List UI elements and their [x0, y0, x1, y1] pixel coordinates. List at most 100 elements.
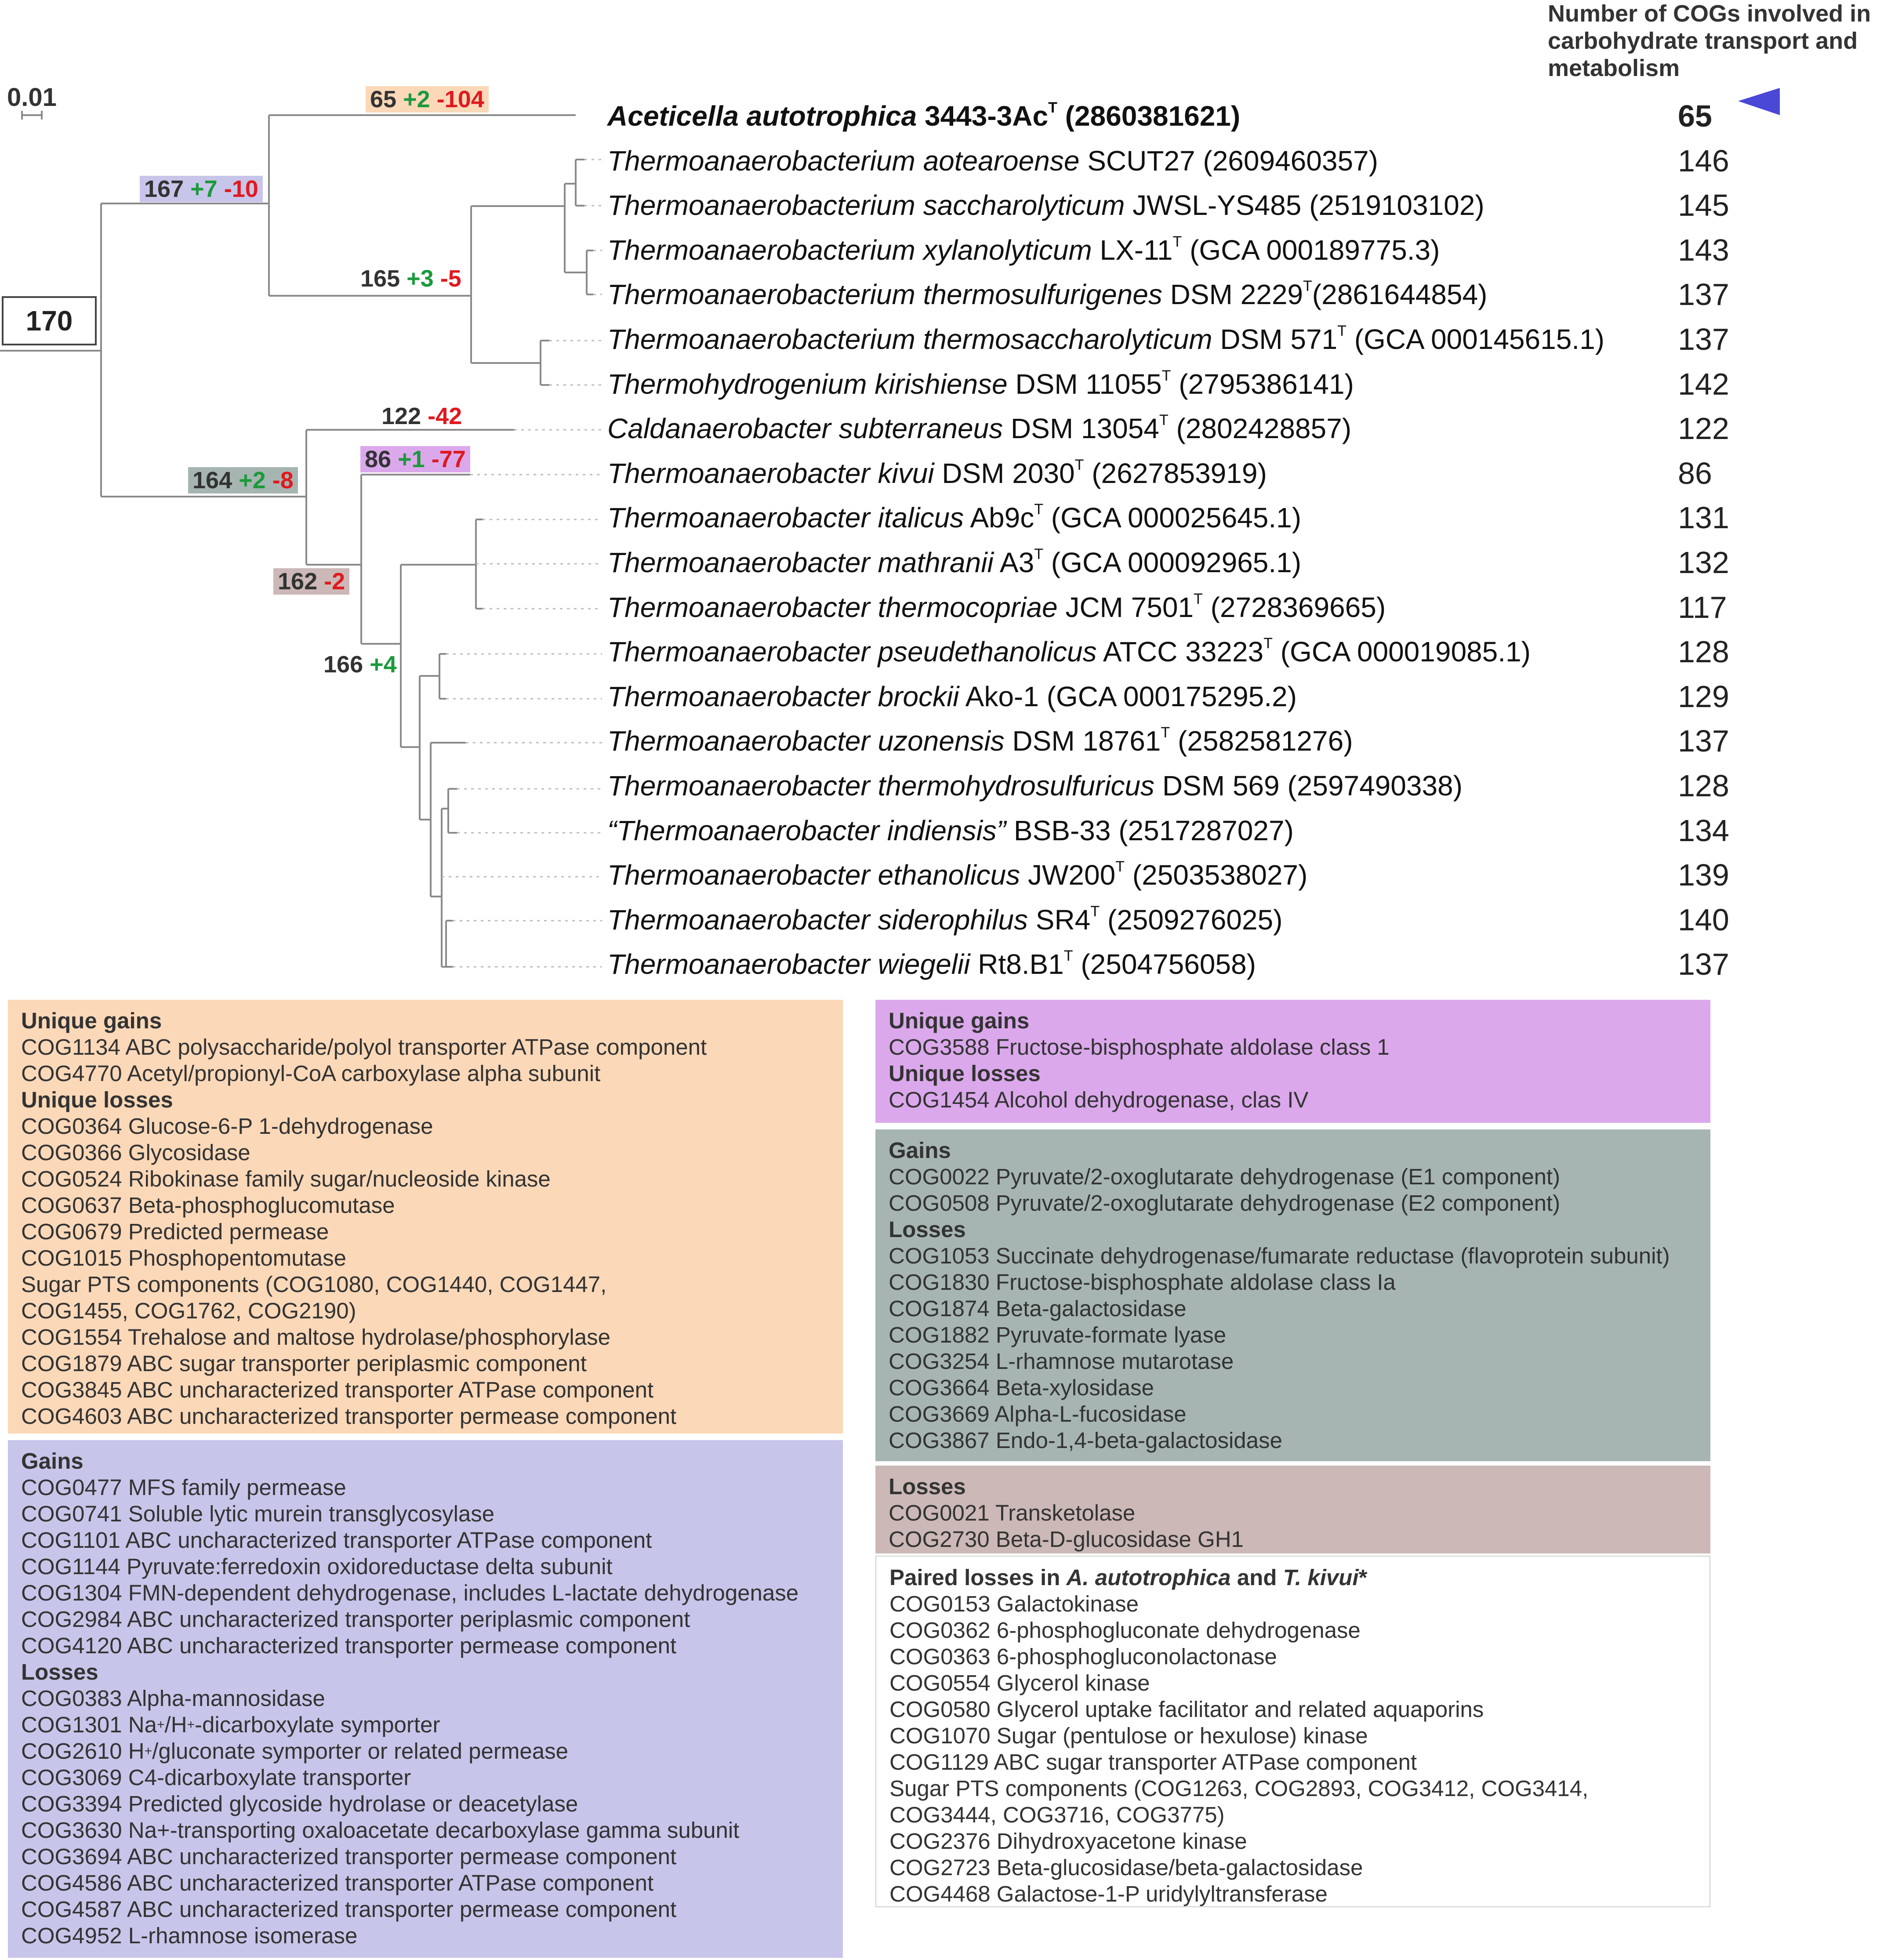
- panel-line-text: COG0363 6-phosphogluconolactonase: [889, 1644, 1277, 1669]
- panel-section-heading: Losses: [21, 1659, 830, 1685]
- panel-line-text: COG0364 Glucose-6-P 1-dehydrogenase: [21, 1114, 433, 1139]
- panel-line-text: COG4587 ABC uncharacterized transporter …: [21, 1897, 677, 1922]
- taxon-label: Thermoanaerobacter uzonensis DSM 18761T …: [607, 725, 1353, 755]
- taxon-strain: 3443-3Ac: [917, 100, 1049, 132]
- taxon-strain: DSM 2030: [934, 457, 1075, 489]
- taxon-label: Thermoanaerobacterium xylanolyticum LX-1…: [607, 234, 1440, 266]
- cog-count: 132: [1678, 545, 1729, 580]
- panel-line-text: COG2730 Beta-D-glucosidase GH1: [889, 1527, 1244, 1552]
- node-change-label: 162 -2: [273, 568, 350, 595]
- taxon-species: Thermoanaerobacterium xylanolyticum: [607, 234, 1092, 266]
- panel-cog-entry: COG4603 ABC uncharacterized transporter …: [21, 1403, 830, 1430]
- panel-line-text: COG3588 Fructose-bisphosphate aldolase c…: [889, 1034, 1390, 1060]
- taxon-label: Thermoanaerobacter brockii Ako-1 (GCA 00…: [607, 682, 1297, 711]
- taxon-genome-id: (GCA 000092965.1): [1043, 547, 1302, 578]
- panel-cog-entry: COG0022 Pyruvate/2-oxoglutarate dehydrog…: [889, 1164, 1697, 1190]
- node-base-count: 122: [381, 403, 421, 429]
- panel-cog-entry: COG4120 ABC uncharacterized transporter …: [21, 1633, 830, 1659]
- taxon-species: Thermoanaerobacter mathranii: [607, 547, 994, 578]
- panel-cog-entry: COG4952 L-rhamnose isomerase: [21, 1923, 830, 1949]
- panel-cog-entry: COG1830 Fructose-bisphosphate aldolase c…: [889, 1269, 1697, 1296]
- taxon-species: Thermoanaerobacterium saccharolyticum: [607, 189, 1125, 221]
- panel-cog-entry: COG1554 Trehalose and maltose hydrolase/…: [21, 1324, 830, 1350]
- taxon-genome-id: (2861644854): [1312, 279, 1488, 310]
- panel-section-heading: Unique gains: [21, 1008, 830, 1034]
- panel-line-text: COG1129 ABC sugar transporter ATPase com…: [889, 1749, 1417, 1775]
- panel-line-text: Gains: [21, 1448, 83, 1474]
- node-base-count: 65: [370, 86, 397, 113]
- panel-section-heading: Gains: [21, 1448, 830, 1474]
- node-change-label: 65 +2 -104: [366, 86, 489, 113]
- cog-count: 134: [1678, 813, 1729, 848]
- panel-cog-entry: COG3664 Beta-xylosidase: [889, 1375, 1697, 1401]
- panel-line-text: COG1070 Sugar (pentulose or hexulose) ki…: [889, 1723, 1368, 1748]
- panel-cog-entry: COG0477 MFS family permease: [21, 1474, 830, 1501]
- panel-line-text: COG3069 C4-dicarboxylate transporter: [21, 1765, 411, 1790]
- panel-cog-entry: COG1301 Na+/H+-dicarboxylate symporter: [21, 1712, 830, 1738]
- type-strain-mark: T: [1194, 591, 1203, 607]
- taxon-strain: JW200: [1020, 859, 1116, 891]
- cog-count: 142: [1678, 367, 1729, 401]
- scale-bar: [21, 111, 43, 120]
- panel-line-text: /gluconate symporter or related permease: [152, 1739, 568, 1764]
- taxon-strain: Ab9c: [964, 502, 1034, 534]
- node-change-label: 167 +7 -10: [140, 176, 263, 202]
- node-loss-count: -8: [272, 467, 294, 494]
- taxon-strain: SCUT27: [1079, 145, 1195, 177]
- cog-count: 145: [1678, 188, 1729, 222]
- panel-line-text: COG4603 ABC uncharacterized transporter …: [21, 1404, 677, 1429]
- panel-cog-entry: COG1053 Succinate dehydrogenase/fumarate…: [889, 1243, 1697, 1269]
- taxon-label: Thermoanaerobacterium aotearoense SCUT27…: [607, 147, 1378, 175]
- cog-count: 129: [1678, 679, 1729, 714]
- node-loss-count: -42: [428, 403, 462, 429]
- panel-superscript: +: [144, 1744, 152, 1758]
- panel-line-text: COG1874 Beta-galactosidase: [889, 1296, 1187, 1321]
- triangle-left-icon: [1738, 88, 1780, 115]
- type-strain-mark: T: [1303, 278, 1312, 294]
- panel-line-text: Losses: [889, 1474, 966, 1499]
- taxon-species: Thermoanaerobacterium thermosaccharolyti…: [607, 323, 1212, 355]
- panel-line-text: and: [1230, 1565, 1283, 1590]
- panel-section-heading: Unique losses: [21, 1087, 830, 1113]
- type-strain-mark: T: [1090, 903, 1100, 920]
- taxon-label: Thermoanaerobacter wiegelii Rt8.B1T (250…: [607, 947, 1256, 978]
- taxon-label: “Thermoanaerobacter indiensis” BSB-33 (2…: [607, 817, 1294, 845]
- panel-line-text: COG0477 MFS family permease: [21, 1475, 346, 1500]
- panel-line-text: Paired losses in: [889, 1565, 1067, 1590]
- taxon-genome-id: (GCA 000145615.1): [1346, 323, 1604, 355]
- panel-section-heading: Unique losses: [889, 1060, 1697, 1087]
- panel-cog-entry: COG2610 H+/gluconate symporter or relate…: [21, 1738, 830, 1764]
- taxon-label: Thermohydrogenium kirishiense DSM 11055T…: [607, 368, 1354, 400]
- taxon-genome-id: (2609460357): [1195, 145, 1378, 177]
- panel-line-text: COG1144 Pyruvate:ferredoxin oxidoreducta…: [21, 1554, 613, 1579]
- taxon-strain: JCM 7501: [1057, 592, 1194, 623]
- cog-count: 140: [1678, 903, 1729, 937]
- panel-line-text: COG0741 Soluble lytic murein transglycos…: [21, 1501, 495, 1526]
- panel-cog-entry: COG1129 ABC sugar transporter ATPase com…: [889, 1749, 1696, 1775]
- panel-line-text: COG1454 Alcohol dehydrogenase, clas IV: [889, 1087, 1309, 1112]
- panel-line-text: Unique losses: [889, 1061, 1041, 1086]
- node-loss-count: -10: [224, 176, 258, 202]
- panel-line-text: COG1053 Succinate dehydrogenase/fumarate…: [889, 1243, 1670, 1268]
- panel-line-text: Losses: [21, 1659, 98, 1684]
- panel-line-text: /H: [164, 1712, 187, 1737]
- panel-line-text: Sugar PTS components (COG1080, COG1440, …: [21, 1272, 607, 1297]
- panel-cog-entry: COG0364 Glucose-6-P 1-dehydrogenase: [21, 1113, 830, 1140]
- taxon-species: Thermoanaerobacter italicus: [607, 502, 964, 534]
- taxon-genome-id: (2860381621): [1057, 100, 1241, 132]
- panel-line-text: COG1882 Pyruvate-formate lyase: [889, 1322, 1227, 1347]
- taxon-genome-id: (2519103102): [1301, 189, 1485, 221]
- panel-cog-entry: COG3867 Endo-1,4-beta-galactosidase: [889, 1427, 1697, 1454]
- taxon-genome-id: (GCA 000025645.1): [1043, 502, 1302, 534]
- type-strain-mark: T: [1064, 947, 1073, 964]
- panel-line-text: COG4120 ABC uncharacterized transporter …: [21, 1633, 677, 1658]
- panel-line-text: COG3444, COG3716, COG3775): [889, 1802, 1225, 1827]
- panel-line-text: COG3630 Na+-transporting oxaloacetate de…: [21, 1818, 740, 1843]
- panel-cog-entry: COG4586 ABC uncharacterized transporter …: [21, 1870, 830, 1896]
- type-strain-mark: T: [1337, 323, 1347, 339]
- taxon-species: Thermohydrogenium kirishiense: [607, 368, 1008, 400]
- node-change-label: 166 +4: [319, 651, 401, 678]
- panel-line-text: COG2723 Beta-glucosidase/beta-galactosid…: [889, 1855, 1363, 1880]
- taxon-species: Thermoanaerobacter siderophilus: [607, 904, 1028, 936]
